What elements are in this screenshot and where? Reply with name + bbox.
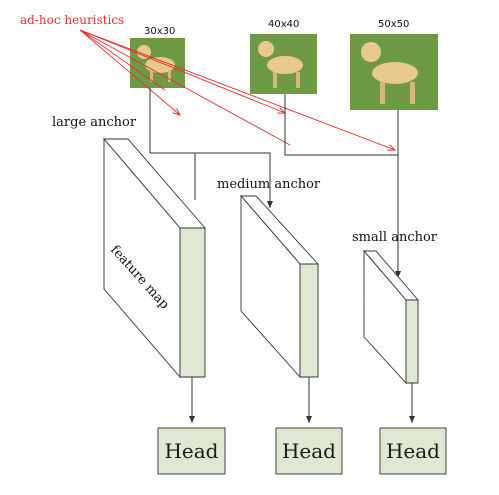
heuristic-arrow-5	[79, 29, 291, 146]
route-large-image	[284, 94, 398, 156]
head-arrows	[189, 377, 415, 423]
dog-image-large	[350, 34, 438, 110]
head-label-2: Head	[282, 439, 336, 463]
heuristic-arrow-1	[79, 29, 166, 91]
head-box-3: Head	[379, 427, 447, 475]
heuristic-arrow-3	[79, 29, 285, 113]
head-label-3: Head	[386, 439, 440, 463]
head-label-1: Head	[164, 439, 218, 463]
heuristic-arrows	[79, 29, 395, 150]
feature-map-large	[103, 137, 206, 379]
image-size-label-30: 30x30	[144, 26, 175, 37]
feature-map-small	[363, 249, 419, 385]
route-medium-anchor	[195, 152, 273, 208]
route-large-anchor	[149, 88, 196, 200]
head-box-1: Head	[157, 427, 226, 475]
image-size-label-40: 40x40	[268, 19, 299, 30]
medium-anchor-label: medium anchor	[217, 177, 321, 192]
small-anchor-label: small anchor	[352, 230, 438, 245]
image-size-label-50: 50x50	[378, 19, 409, 30]
heuristics-label: ad-hoc heuristics	[20, 13, 124, 27]
routing-lines	[149, 88, 401, 278]
dog-image-small	[130, 38, 185, 88]
dog-image-medium	[250, 34, 317, 94]
head-box-2: Head	[275, 427, 343, 475]
large-anchor-label: large anchor	[52, 115, 137, 130]
heuristic-arrow-2	[79, 29, 180, 115]
feature-map-medium	[240, 194, 320, 379]
heuristic-arrow-4	[79, 29, 395, 150]
